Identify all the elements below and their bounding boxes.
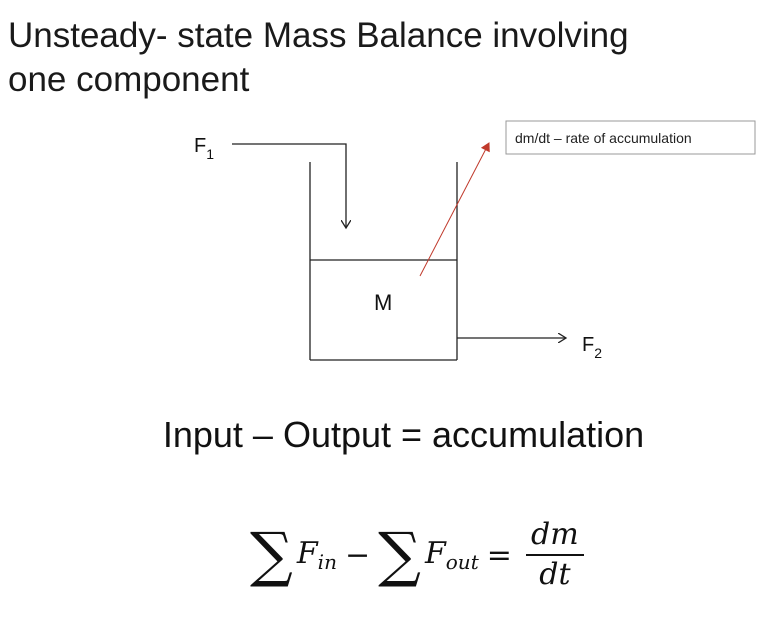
word-equation: Input – Output = accumulation (162, 414, 645, 455)
flow-in-term: Fin (296, 536, 337, 574)
slide-title: Unsteady- state Mass Balance involving o… (8, 14, 748, 102)
slide-title-line-1: Unsteady- state Mass Balance involving (8, 16, 629, 55)
equals-operator: = (486, 537, 512, 573)
inflow-arrow (232, 143, 346, 228)
sum-symbol-in: ∑ (250, 520, 293, 590)
fraction-bar (525, 554, 584, 556)
derivative-fraction: dm dt (525, 517, 584, 592)
sum-symbol-out: ∑ (378, 520, 421, 590)
slide-title-line-2: one component (8, 60, 250, 99)
callout-text: dm/dt – rate of accumulation (515, 130, 692, 146)
minus-operator: − (344, 537, 371, 573)
fraction-numerator: dm (531, 517, 579, 552)
callout-box (505, 120, 756, 155)
mass-balance-formula: ∑ Fin − ∑ Fout = dm dt (250, 515, 584, 595)
outflow-label: F2 (582, 334, 602, 361)
flow-out-term: Fout (424, 536, 479, 574)
accumulation-arrow (419, 142, 490, 277)
mass-label: M (374, 290, 392, 315)
inflow-label: F1 (194, 135, 214, 162)
fraction-denominator: dt (539, 557, 571, 592)
